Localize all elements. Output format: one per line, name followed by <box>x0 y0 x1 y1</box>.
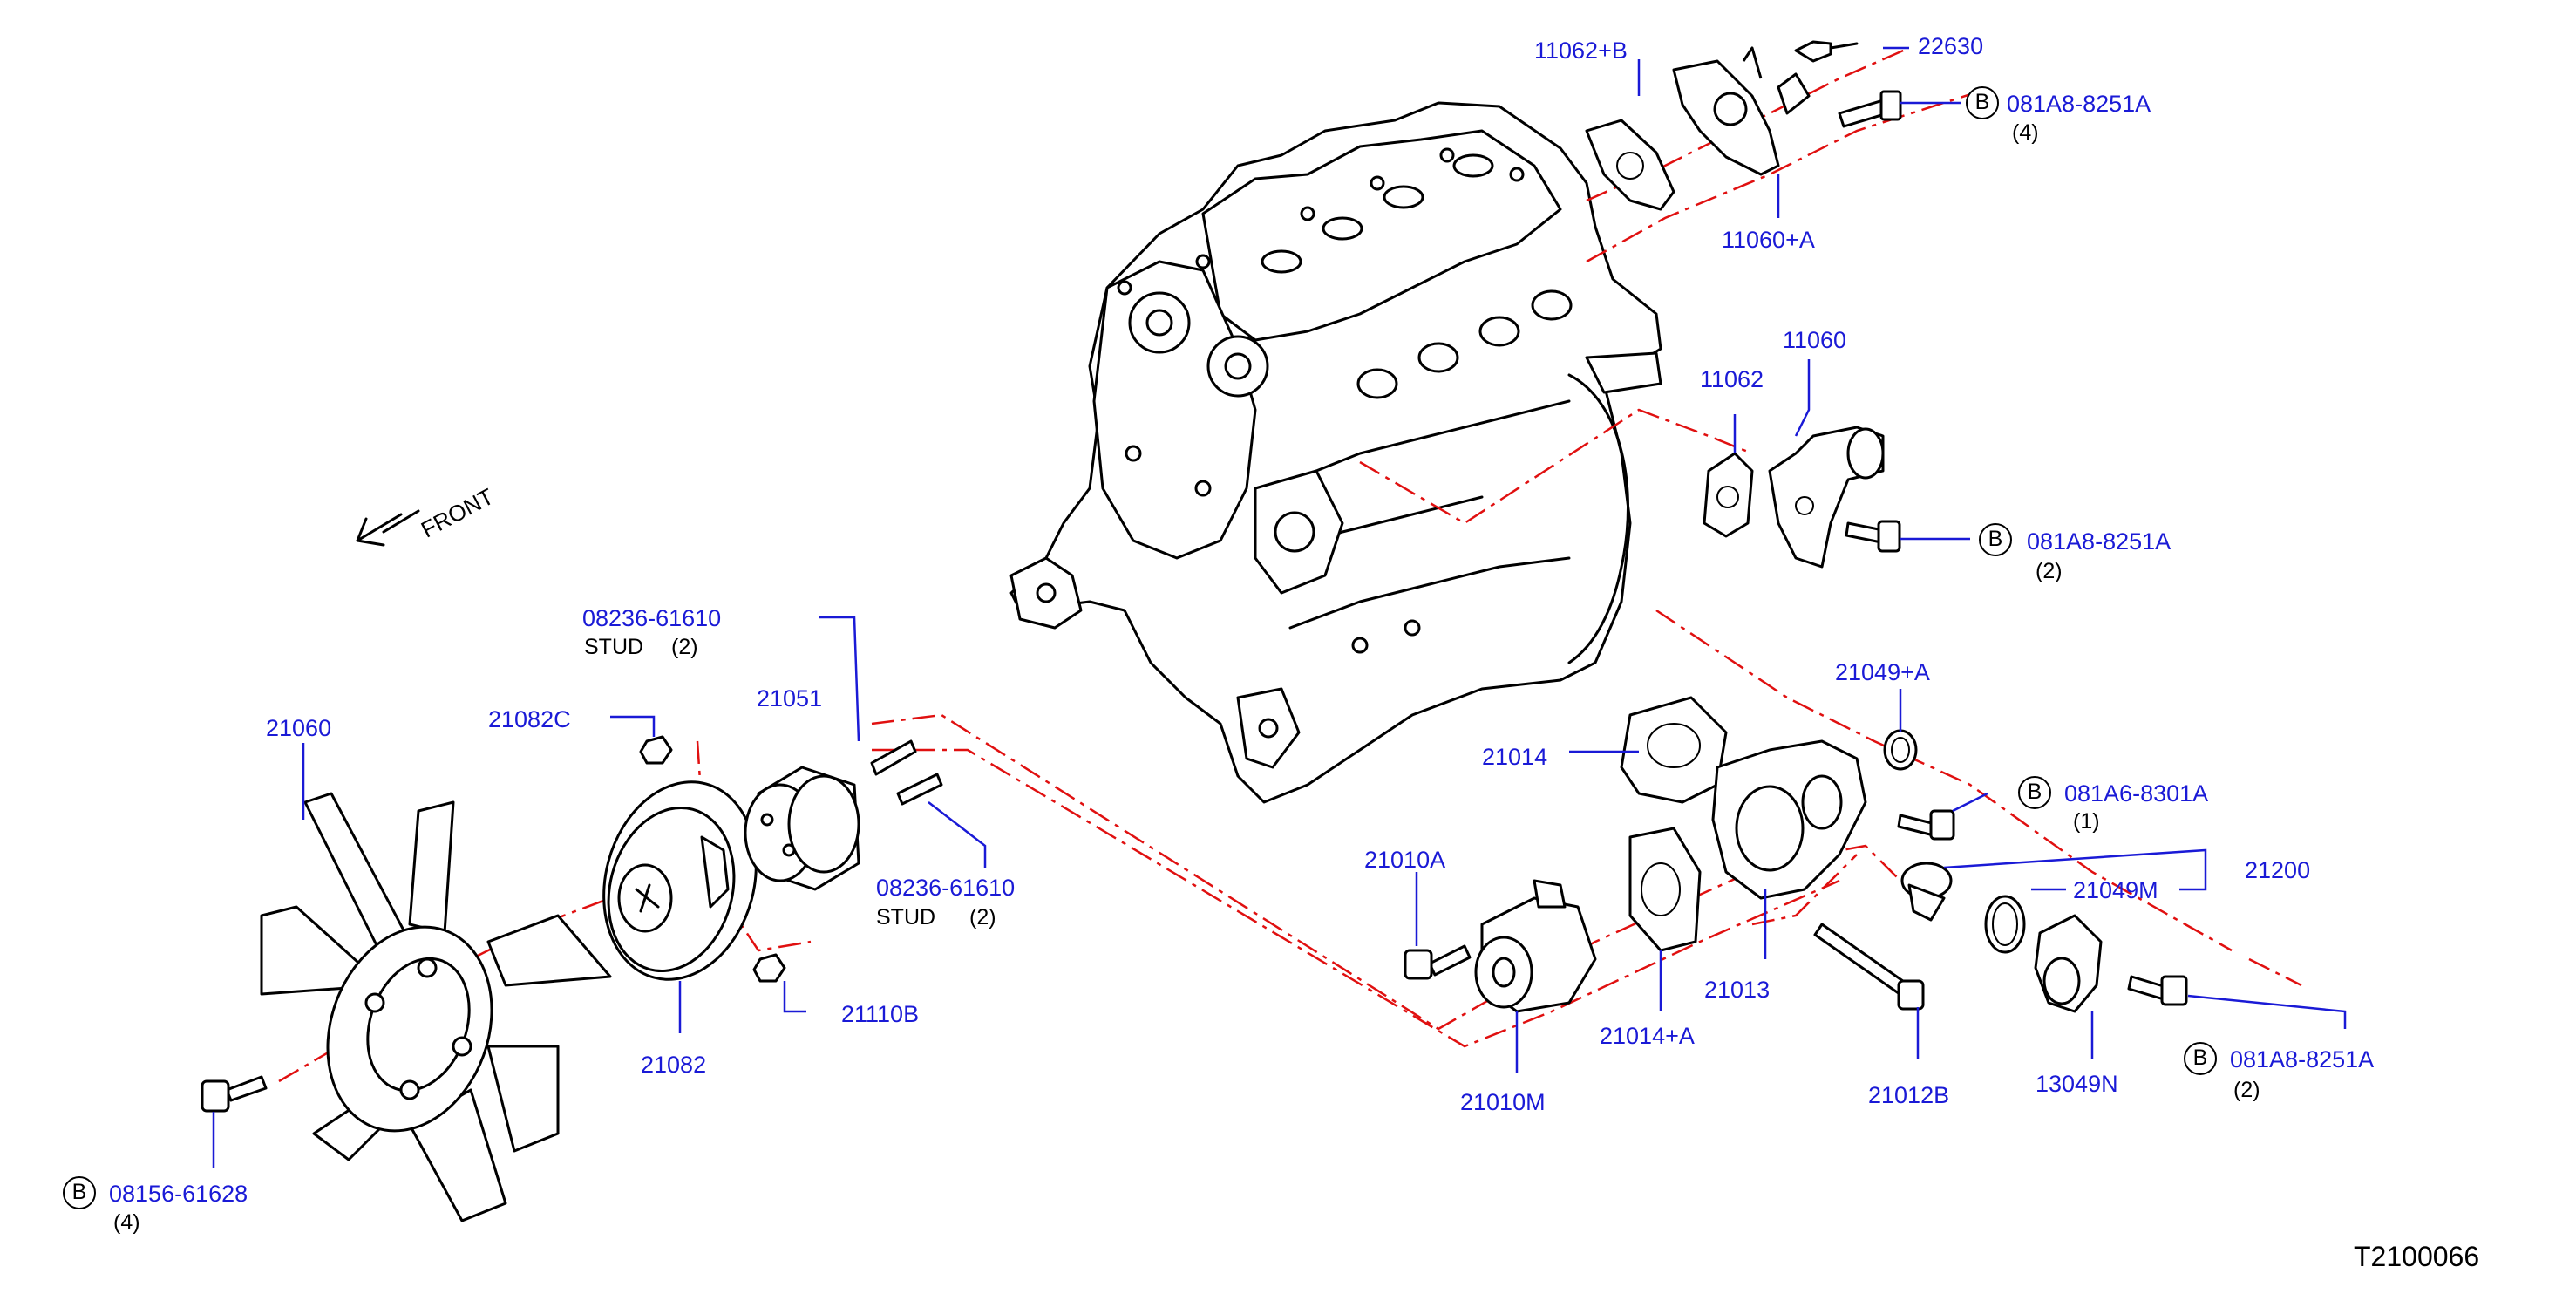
bolt-081a6 <box>1897 809 1955 841</box>
temp-sensor-22630 <box>1794 40 1859 63</box>
water-pump-21010m <box>1474 879 1597 1013</box>
thermostat-21200 <box>1900 862 1953 922</box>
engine-block <box>1009 101 1662 804</box>
part-label-21010m[interactable]: 21010M <box>1460 1089 1546 1115</box>
nut-21082c <box>639 735 673 765</box>
bolt-marker-b: B <box>2018 776 2051 809</box>
qty-081a8-top: (4) <box>2012 120 2039 145</box>
pulley-21051 <box>744 766 860 891</box>
bolt-mid <box>1845 520 1901 553</box>
part-label-11060[interactable]: 11060 <box>1783 327 1847 353</box>
fan-coupling-21082 <box>602 780 758 981</box>
nut-21110b <box>752 953 786 983</box>
part-label-21014a[interactable]: 21014+A <box>1600 1023 1695 1049</box>
stud-label-top: STUD <box>584 635 644 659</box>
qty-08156: (4) <box>113 1210 140 1235</box>
bolt-marker-b: B <box>2184 1042 2217 1075</box>
part-label-21082[interactable]: 21082 <box>641 1052 707 1078</box>
part-label-08236-top[interactable]: 08236-61610 <box>582 605 722 631</box>
water-inlet-housing-21013 <box>1711 739 1867 900</box>
o-ring-21049a <box>1883 729 1918 771</box>
part-label-08236-bot[interactable]: 08236-61610 <box>876 875 1016 901</box>
qty-081a8-mid: (2) <box>2036 559 2063 583</box>
part-label-21049a[interactable]: 21049+A <box>1835 659 1930 685</box>
qty-08236-bot: (2) <box>969 905 996 930</box>
part-label-11060a[interactable]: 11060+A <box>1722 227 1815 253</box>
part-label-21010a[interactable]: 21010A <box>1364 847 1446 873</box>
part-label-21013[interactable]: 21013 <box>1704 977 1771 1003</box>
gasket-21014a <box>1628 827 1702 952</box>
part-label-08156[interactable]: 08156-61628 <box>109 1181 248 1207</box>
bolt-21010a <box>1404 944 1472 980</box>
qty-081a8-bot: (2) <box>2233 1078 2260 1102</box>
part-label-081a6[interactable]: 081A6-8301A <box>2064 780 2209 807</box>
bolt-fan <box>201 1075 268 1113</box>
part-label-21014[interactable]: 21014 <box>1482 744 1548 770</box>
diagram-code: T2100066 <box>2354 1241 2480 1272</box>
water-inlet-13049n <box>2034 914 2103 1013</box>
part-label-21060[interactable]: 21060 <box>266 715 332 741</box>
part-label-21200[interactable]: 21200 <box>2245 857 2311 883</box>
part-label-21051[interactable]: 21051 <box>757 685 823 712</box>
part-label-11062b[interactable]: 11062+B <box>1534 37 1628 64</box>
gasket-21014 <box>1620 696 1728 804</box>
part-label-081a8-top[interactable]: 081A8-8251A <box>2007 91 2151 117</box>
part-label-081a8-bot[interactable]: 081A8-8251A <box>2230 1046 2375 1073</box>
part-label-21082c[interactable]: 21082C <box>488 706 571 732</box>
bolt-21012b <box>1813 923 1925 1011</box>
part-label-11062[interactable]: 11062 <box>1700 366 1764 392</box>
bolt-marker-b: B <box>1979 523 2012 556</box>
part-label-13049n[interactable]: 13049N <box>2036 1071 2118 1097</box>
stud-label-bot: STUD <box>876 905 936 930</box>
studs-08236 <box>870 739 943 806</box>
bolt-marker-b: B <box>63 1176 96 1209</box>
qty-081a6: (1) <box>2073 809 2100 834</box>
leader-lines <box>212 46 2347 1168</box>
part-label-22630[interactable]: 22630 <box>1918 33 1984 59</box>
part-label-081a8-mid[interactable]: 081A8-8251A <box>2027 528 2172 555</box>
gasket-11062 <box>1703 452 1754 538</box>
bolt-bottom-right <box>2127 975 2188 1006</box>
front-arrow-icon <box>356 509 420 547</box>
water-outlet-11060a <box>1672 46 1811 176</box>
part-label-21012b[interactable]: 21012B <box>1868 1082 1950 1108</box>
fan-21060 <box>260 792 612 1222</box>
bolt-marker-b: B <box>1966 86 1999 119</box>
part-label-21049m[interactable]: 21049M <box>2073 877 2158 903</box>
bolt-top <box>1838 90 1902 128</box>
water-outlet-11060 <box>1768 426 1885 569</box>
gasket-11062b <box>1585 119 1675 211</box>
qty-08236-top: (2) <box>671 635 698 659</box>
part-label-21110b[interactable]: 21110B <box>841 1001 920 1027</box>
o-ring-21049m <box>1984 895 2026 954</box>
